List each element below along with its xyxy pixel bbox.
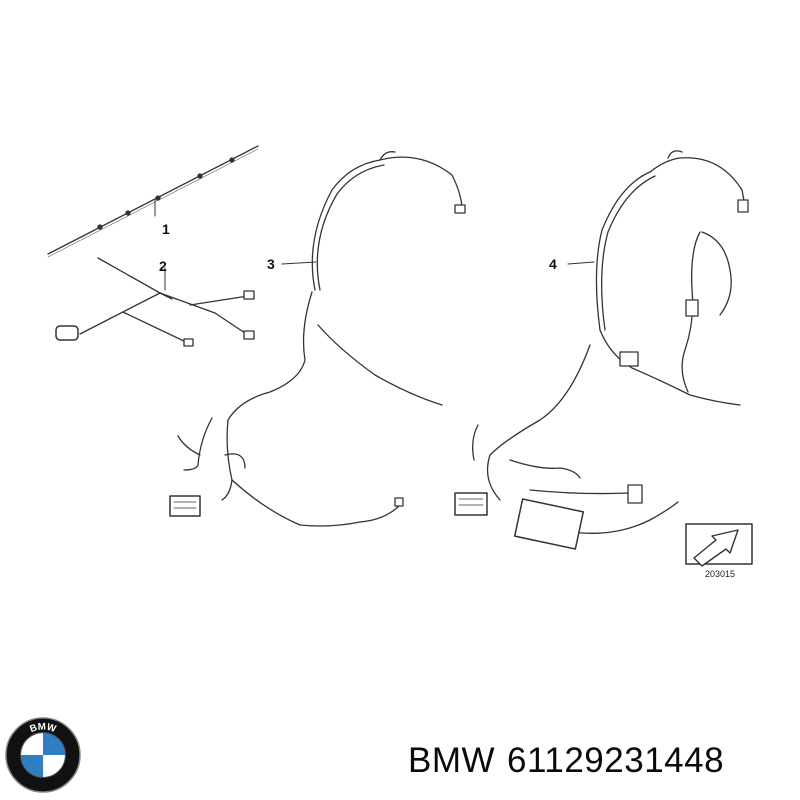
callout-4: 4 bbox=[549, 256, 557, 272]
harness-part-3 bbox=[169, 151, 466, 527]
logo-lettering: BMW bbox=[28, 722, 58, 736]
brand-name: BMW bbox=[408, 741, 496, 780]
callout-3: 3 bbox=[267, 256, 275, 272]
harness-part-2 bbox=[55, 257, 255, 347]
part-number: 61129231448 bbox=[507, 741, 725, 780]
callout-1: 1 bbox=[162, 221, 170, 237]
reference-number: 203015 bbox=[705, 569, 735, 579]
harness-part-1 bbox=[47, 145, 259, 258]
callout-2: 2 bbox=[159, 258, 167, 274]
harness-part-4 bbox=[454, 150, 749, 550]
reference-symbol bbox=[685, 523, 753, 567]
product-caption: BMW 61129231448 bbox=[408, 741, 788, 781]
brand-logo: BMW bbox=[5, 717, 81, 793]
